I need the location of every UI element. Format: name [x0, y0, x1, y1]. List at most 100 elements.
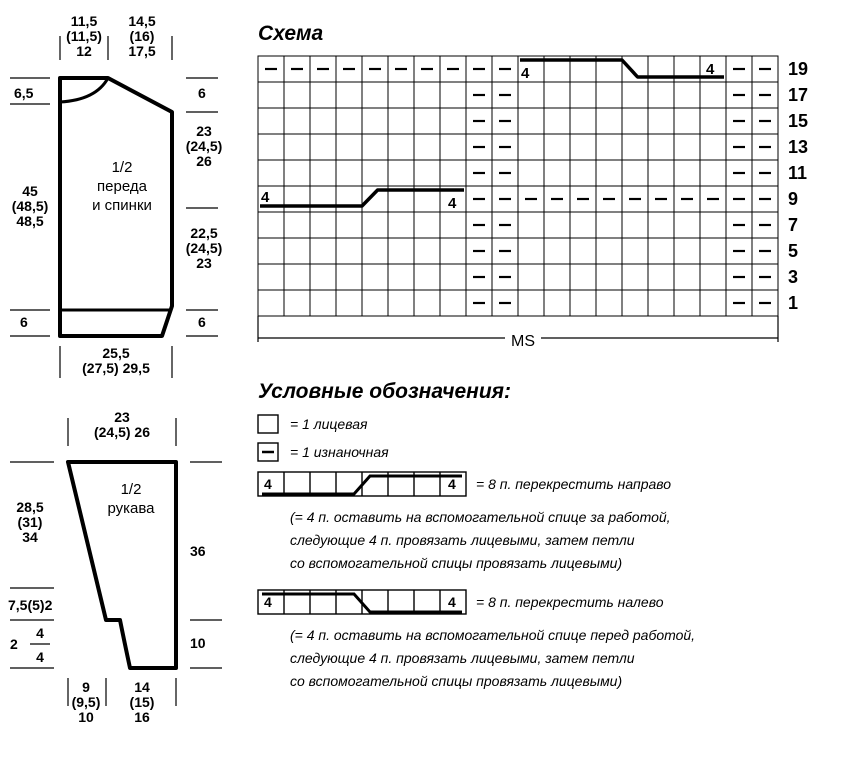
dim-value: 9	[82, 679, 90, 695]
dim-value: (24,5)	[185, 138, 223, 154]
legend-cable-left-count-left: 4	[264, 594, 272, 610]
chart-cell	[595, 211, 623, 239]
chart-cell	[621, 237, 649, 265]
front-shoulder-dim: 6	[198, 85, 206, 101]
chart-cell	[491, 133, 519, 161]
chart-cell	[257, 133, 285, 161]
chart-cell	[673, 133, 701, 161]
dim-value: 28,5	[16, 499, 44, 515]
chart-cell	[335, 159, 363, 187]
chart-cell	[569, 289, 597, 317]
dim-value: 25,5	[102, 345, 130, 361]
legend-knit: = 1 лицевая	[290, 416, 368, 432]
chart-cell	[439, 237, 467, 265]
sleeve-frac-bottom: 4	[36, 649, 44, 665]
dim-value: 26	[196, 153, 212, 169]
chart-cell	[335, 185, 363, 213]
chart-cell	[699, 107, 727, 135]
front-height-dim: 45 (48,5) 48,5	[4, 184, 56, 229]
chart-cell	[413, 107, 441, 135]
chart-cell	[543, 133, 571, 161]
sleeve-dimension-lines	[10, 418, 222, 706]
chart-cell	[413, 133, 441, 161]
chart-cell	[595, 133, 623, 161]
chart-cell	[543, 107, 571, 135]
chart-cell	[673, 107, 701, 135]
chart-cell	[387, 263, 415, 291]
sleeve-step-dim: 7,5(5)2	[8, 597, 53, 613]
chart-cell	[699, 289, 727, 317]
dim-value: 23	[114, 409, 130, 425]
legend-desc-line: со вспомогательной спицы провязать лицев…	[290, 673, 623, 689]
chart-cell	[517, 133, 545, 161]
chart-cell	[283, 185, 311, 213]
front-back-outline	[58, 76, 174, 338]
sleeve-label-line2: рукава	[107, 500, 155, 517]
dim-value: 17,5	[128, 43, 156, 59]
dim-value: 23	[196, 123, 212, 139]
dim-value: (48,5)	[11, 198, 49, 214]
chart-cell	[699, 81, 727, 109]
dim-value: 14,5	[128, 13, 156, 29]
chart-cell	[283, 81, 311, 109]
dim-value: (27,5) 29,5	[82, 360, 150, 376]
front-label-line2: переда	[97, 178, 147, 195]
chart-cell	[569, 159, 597, 187]
chart-cell	[309, 289, 337, 317]
chart-cell	[335, 237, 363, 265]
sleeve-top-width-dim: 23 (24,5) 26	[70, 410, 174, 440]
legend-purl: = 1 изнаночная	[290, 444, 389, 460]
dim-value: (31)	[17, 514, 43, 530]
front-top-left-dim: 11,5 (11,5) 12	[58, 14, 110, 59]
chart-cell	[673, 81, 701, 109]
sleeve-bottom-left-dim: 9 (9,5) 10	[62, 680, 110, 725]
chart-cell	[699, 133, 727, 161]
sleeve-bottom-right-dim: 14 (15) 16	[114, 680, 170, 725]
chart-cell	[543, 289, 571, 317]
chart-cell	[257, 263, 285, 291]
chart-cell	[439, 289, 467, 317]
chart-cell	[387, 237, 415, 265]
chart-cell	[361, 159, 389, 187]
dim-value: 10	[78, 709, 94, 725]
dim-value: 11,5	[70, 13, 98, 29]
front-label-line3: и спинки	[92, 197, 152, 214]
chart-cell	[283, 237, 311, 265]
chart-cell	[309, 185, 337, 213]
legend-cable-right-count-left: 4	[264, 476, 272, 492]
legend-desc-line: следующие 4 п. провязать лицевыми, затем…	[290, 650, 635, 666]
chart-cell	[517, 237, 545, 265]
chart-cell	[361, 211, 389, 239]
front-piece-label: 1/2 переда и спинки	[74, 158, 170, 215]
legend-cable-left-count-right: 4	[448, 594, 456, 610]
chart-cell	[647, 159, 675, 187]
chart-cell	[387, 133, 415, 161]
chart-cell	[257, 289, 285, 317]
chart-cell	[335, 107, 363, 135]
chart-cell	[361, 237, 389, 265]
chart-cell	[517, 159, 545, 187]
front-band-right-dim: 6	[198, 314, 206, 330]
chart-cell	[283, 263, 311, 291]
chart-cell	[543, 159, 571, 187]
chart-cell	[361, 133, 389, 161]
chart-cell	[751, 263, 779, 291]
chart-cell	[491, 211, 519, 239]
dim-value: 12	[76, 43, 92, 59]
legend-cable-left-desc: (= 4 п. оставить на вспомогательной спиц…	[290, 624, 695, 693]
chart-cell	[465, 237, 493, 265]
chart-cell	[361, 81, 389, 109]
legend-symbols	[257, 414, 467, 615]
chart-cell	[257, 237, 285, 265]
chart-cell	[621, 107, 649, 135]
legend-cable-right-count-right: 4	[448, 476, 456, 492]
row-number: 15	[788, 111, 809, 131]
chart-cell	[595, 263, 623, 291]
chart-cell	[699, 263, 727, 291]
chart-cell	[387, 81, 415, 109]
dim-value: 23	[196, 255, 212, 271]
chart-cell	[283, 107, 311, 135]
chart-cell	[309, 211, 337, 239]
chart-cell	[569, 263, 597, 291]
